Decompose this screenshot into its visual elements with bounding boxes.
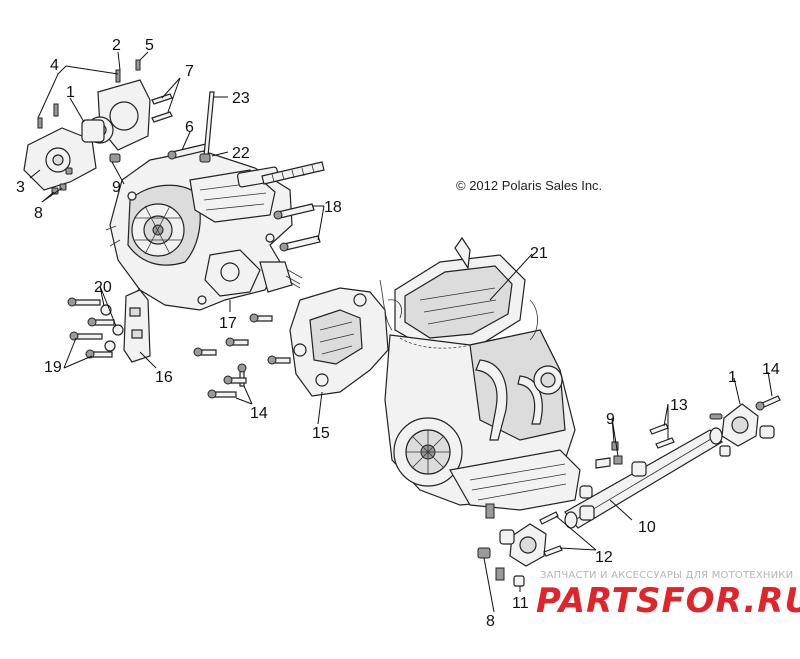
leader-lines [29,51,773,613]
callout-14: 14 [250,405,268,422]
watermark-logo: PARTSFOR.RU [536,581,800,621]
callout-16: 16 [155,369,173,386]
engine-mount-assembly [477,395,781,587]
callout-1-right: 1 [728,369,737,386]
callout-2: 2 [112,37,121,54]
callout-8-lower: 8 [486,613,495,630]
callout-20: 20 [94,279,112,296]
callout-10: 10 [638,519,656,536]
mount-bracket-15 [289,287,389,397]
callout-5: 5 [145,37,154,54]
watermark-caption: ЗАПЧАСТИ И АКСЕССУАРЫ ДЛЯ МОТОТЕХНИКИ [540,570,793,581]
callout-13: 13 [670,397,688,414]
callout-18: 18 [324,199,342,216]
callout-15: 15 [312,425,330,442]
callout-8: 8 [34,205,43,222]
callout-14-right: 14 [762,361,780,378]
loose-bolts [67,203,321,399]
mount-brackets-upper [23,59,215,195]
callout-1: 1 [66,84,75,101]
callout-3: 3 [16,179,25,196]
copyright-notice: © 2012 Polaris Sales Inc. [456,178,602,193]
callout-9: 9 [112,179,121,196]
mount-bracket-16 [123,289,151,363]
callout-7: 7 [185,63,194,80]
callout-9-right: 9 [606,411,615,428]
callout-17: 17 [219,315,237,332]
callout-21: 21 [530,245,548,262]
engine-drawing [379,236,581,519]
callout-22: 22 [232,145,250,162]
callout-23: 23 [232,90,250,107]
callout-19: 19 [44,359,62,376]
callout-6: 6 [185,119,194,136]
callout-11: 11 [512,595,529,612]
callout-labels: 4 1 2 5 7 23 6 22 9 3 8 18 20 17 19 16 1… [16,37,780,630]
watermark: ЗАПЧАСТИ И АКСЕССУАРЫ ДЛЯ МОТОТЕХНИКИ PA… [536,570,800,621]
callout-12: 12 [595,549,613,566]
transmission-drawing [105,149,325,311]
callout-4: 4 [50,57,59,74]
